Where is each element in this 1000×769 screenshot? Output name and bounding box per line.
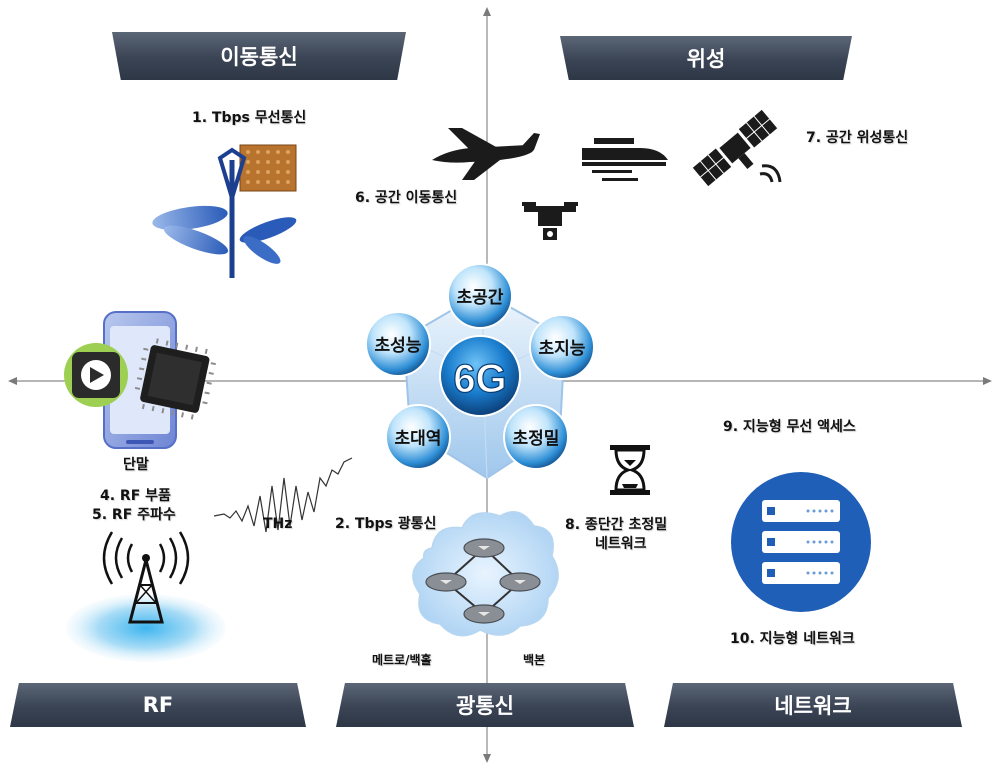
core-label: 6G — [453, 357, 506, 401]
thz-wave-icon — [213, 457, 353, 533]
rf-tower-icon — [66, 531, 226, 662]
label-tbps-wireless: 1. Tbps 무선통신 — [192, 110, 307, 126]
label-space-satellite: 7. 공간 위성통신 — [806, 130, 909, 146]
label-tbps-optical: 2. Tbps 광통신 — [335, 516, 437, 532]
axis-arrow-up-icon — [483, 7, 491, 16]
label-e2e-1: 8. 종단간 초정밀 — [565, 517, 668, 533]
label-intel-network: 10. 지능형 네트워크 — [730, 631, 855, 647]
label-metro: 메트로/백홀 — [372, 653, 432, 667]
bubble-hyperprecision-label: 초정밀 — [513, 428, 560, 449]
label-rf-parts-2: 5. RF 주파수 — [92, 507, 176, 523]
axis-arrow-left-icon — [8, 377, 17, 385]
bubble-hyperband — [385, 404, 451, 470]
hourglass-icon — [610, 445, 650, 495]
label-e2e-2: 네트워크 — [595, 536, 647, 552]
drone-icon — [522, 202, 578, 240]
train-icon — [582, 138, 668, 181]
axis-arrow-right-icon — [983, 377, 992, 385]
banner-satellite: 위성 — [560, 36, 852, 80]
core-circle — [439, 335, 521, 417]
banner-optical: 광통신 — [336, 683, 634, 727]
antenna-array-icon — [152, 144, 297, 278]
bubble-hyperintelligence-label: 초지능 — [539, 339, 586, 359]
bubble-hyperband-label: 초대역 — [395, 429, 442, 449]
terminal-icon — [64, 311, 216, 449]
banner-rf: RF — [10, 683, 306, 727]
bubble-hyperspace — [447, 263, 513, 329]
label-terminal: 단말 — [123, 457, 149, 473]
label-intel-access: 9. 지능형 무선 액세스 — [723, 419, 856, 435]
label-backbone: 백본 — [523, 653, 546, 667]
chip-icon — [134, 338, 216, 420]
banner-mobile: 이동통신 — [112, 32, 406, 80]
label-thz: THz — [263, 516, 293, 532]
bubble-hyperspace-label: 초공간 — [457, 288, 504, 308]
axis-arrow-down-icon — [483, 754, 491, 763]
label-rf-parts-1: 4. RF 부품 — [100, 488, 171, 504]
label-space-mobile: 6. 공간 이동통신 — [355, 190, 458, 206]
bubble-hyperprecision — [503, 404, 569, 470]
server-icon — [731, 472, 871, 612]
bubble-hyperperformance — [365, 311, 431, 377]
banner-network: 네트워크 — [664, 683, 962, 727]
bubble-hyperperformance-label: 초성능 — [375, 336, 422, 356]
six-g-cluster: 6G 초공간 초지능 초정밀 초대역 초성능 — [365, 263, 595, 480]
bubble-hyperintelligence — [529, 314, 595, 380]
optical-network-icon — [412, 511, 559, 637]
satellite-icon — [686, 100, 782, 192]
airplane-icon — [432, 128, 540, 180]
